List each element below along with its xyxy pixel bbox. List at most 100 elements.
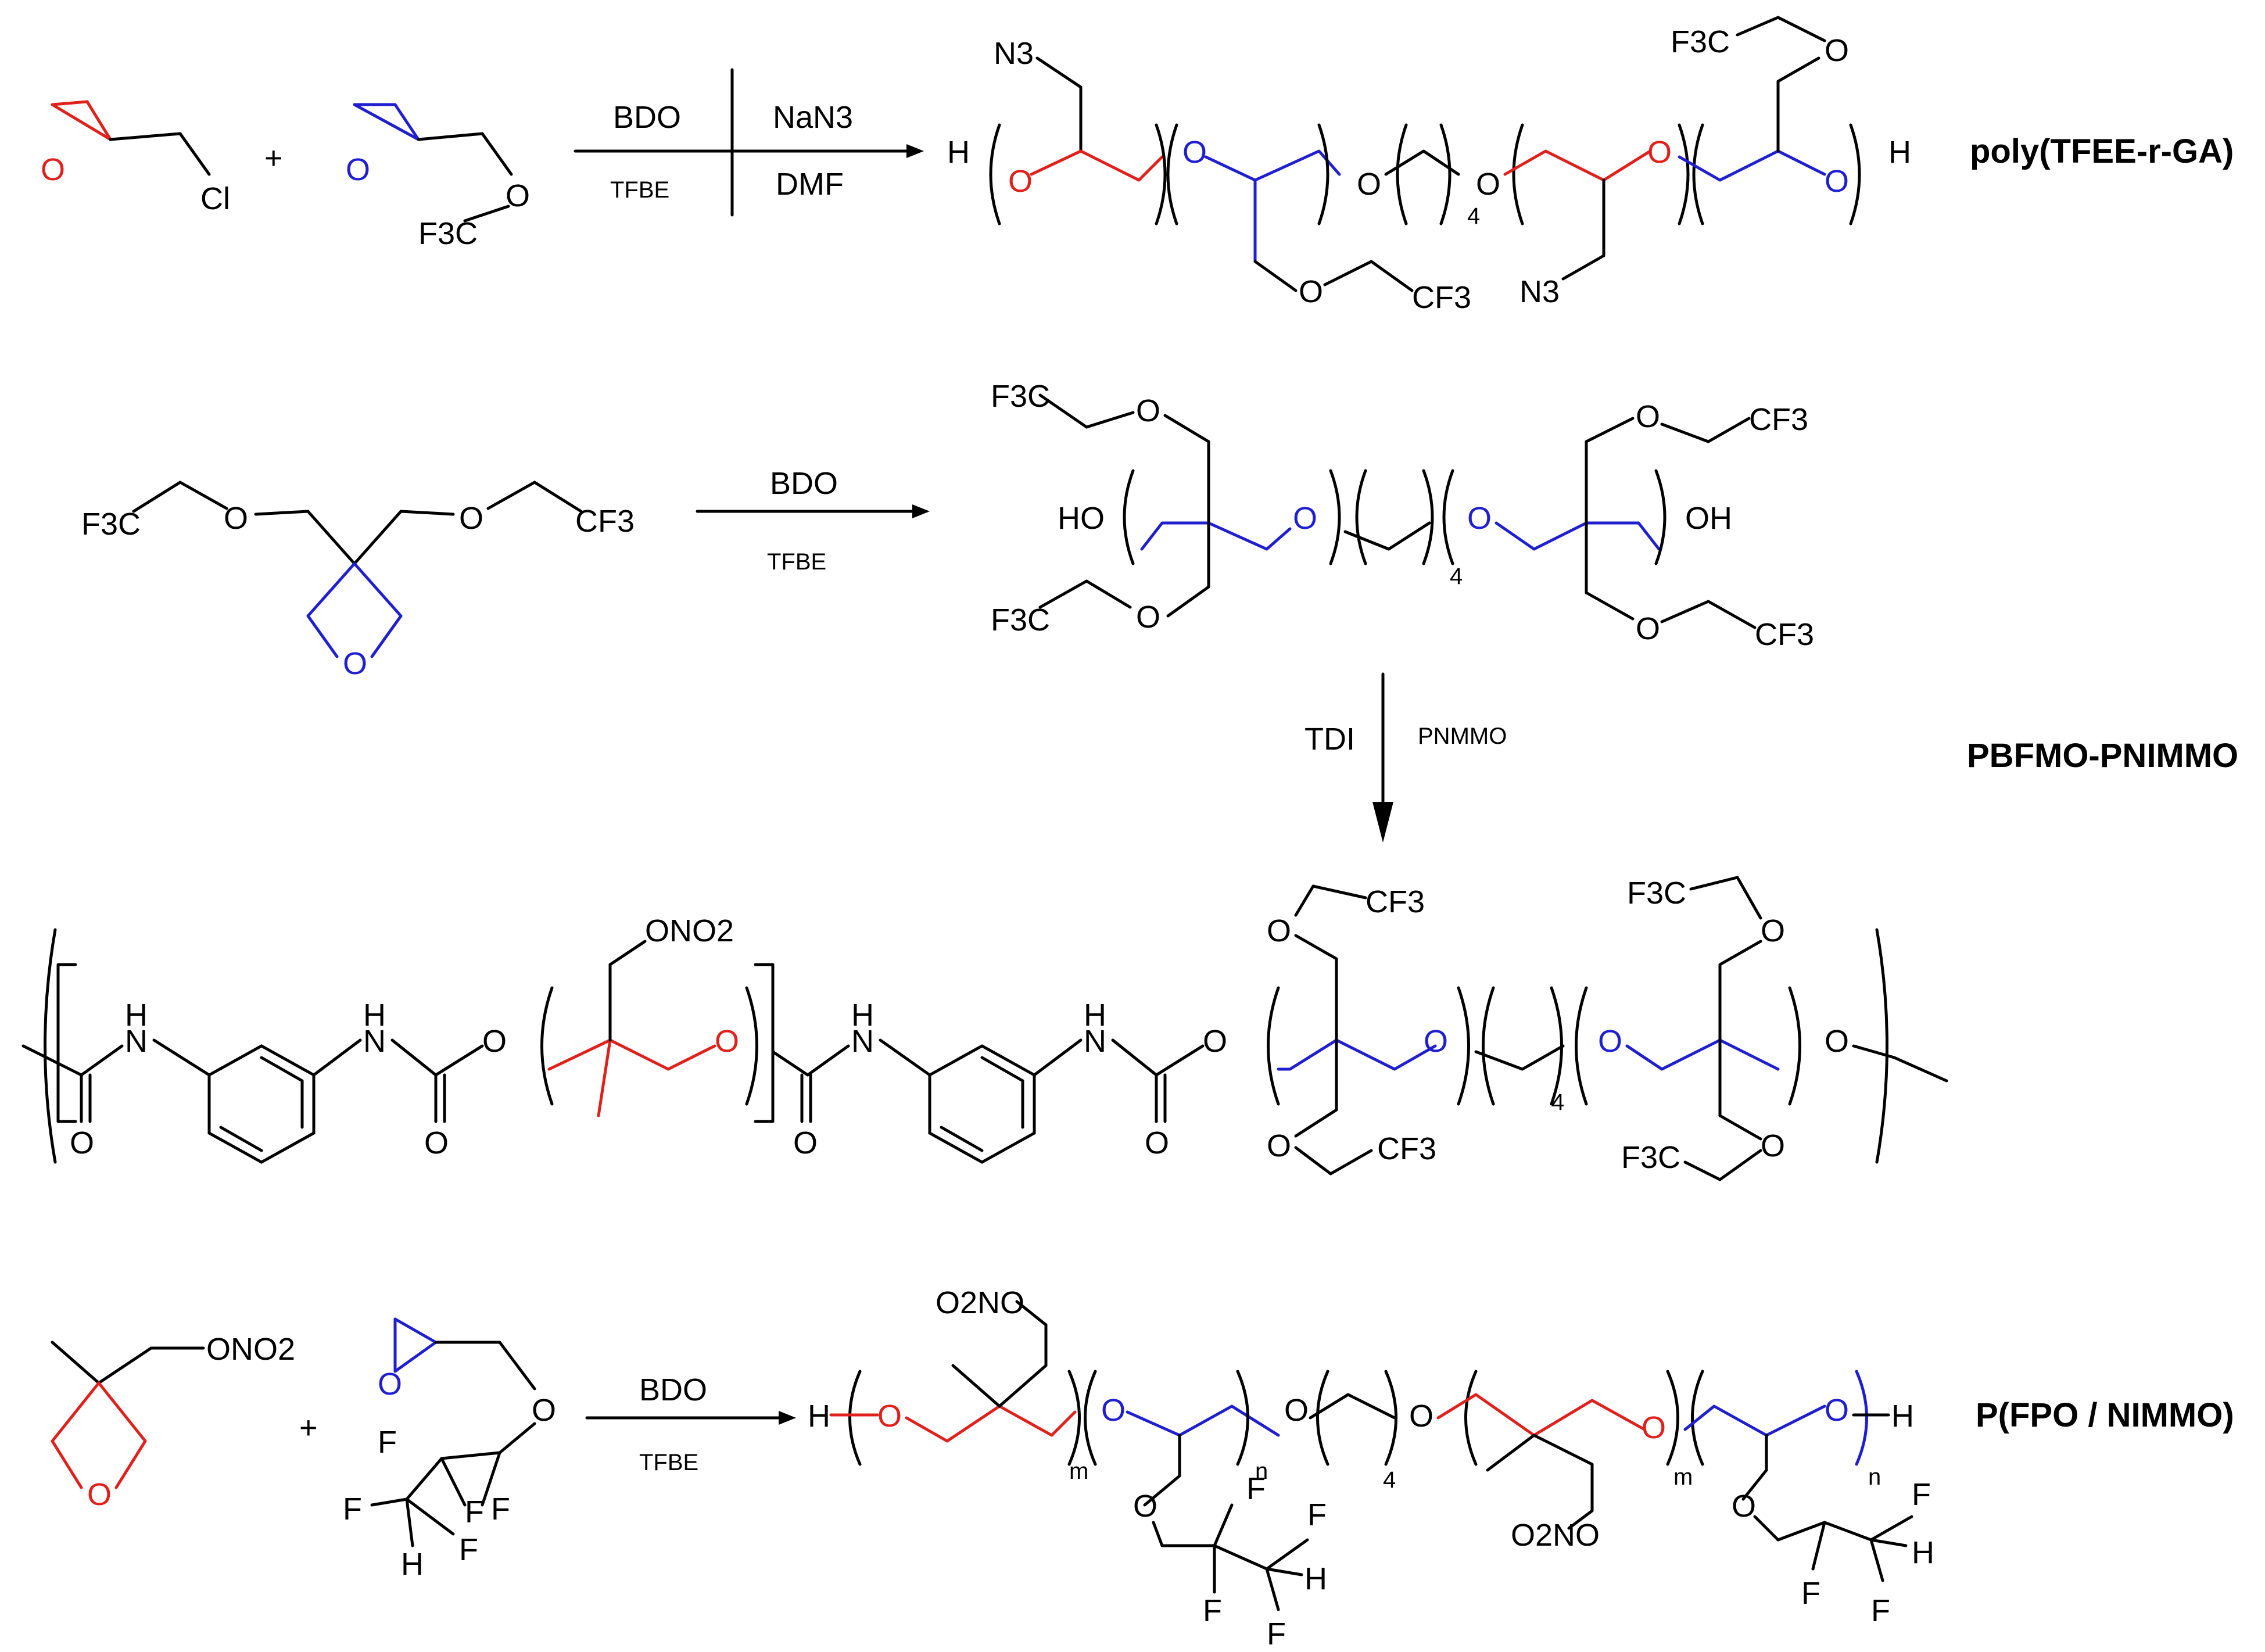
nh-label: H — [1084, 998, 1106, 1033]
arrow1-top-right: NaN3 — [773, 100, 853, 135]
bfmo-monomer: F3C O O CF3 O — [81, 481, 635, 681]
oxygen-label: O — [1598, 1024, 1622, 1059]
oxygen-label: O — [1293, 501, 1317, 536]
cf3-label: CF3 — [1412, 280, 1471, 315]
oxygen-label: O — [87, 1477, 112, 1512]
ono2-label: ONO2 — [645, 913, 734, 948]
oxygen-label: O — [506, 178, 530, 213]
arrowhead — [1372, 802, 1393, 843]
nimmo-monomer: ONO2 O — [51, 1332, 295, 1512]
f3c-label: F3C — [1627, 876, 1686, 911]
n-label: N — [851, 1024, 874, 1059]
oxygen-label: O — [346, 152, 370, 187]
oxygen-label: O — [343, 646, 367, 681]
arrow1-bottom-right: DMF — [776, 167, 844, 202]
fluorine-label: F — [343, 1492, 362, 1526]
oxygen-label: O — [715, 1024, 739, 1059]
f3c-label: F3C — [81, 507, 141, 542]
arrow1-top-left: BDO — [613, 100, 681, 135]
subscript-m: m — [1069, 1459, 1088, 1484]
oxygen-label: O — [1136, 393, 1160, 428]
ono2-label: ONO2 — [206, 1332, 295, 1367]
subscript-4: 4 — [1467, 203, 1480, 229]
hydrogen-label: H — [1304, 1561, 1327, 1596]
hydrogen-label: H — [1888, 135, 1911, 170]
subscript-n: n — [1868, 1464, 1881, 1490]
hydrogen-label: H — [808, 1399, 830, 1434]
product-poly-tfee-r-ga: N3 H O O O CF3 O 4 O N3 O O — [947, 16, 1911, 315]
subscript-4: 4 — [1450, 564, 1463, 589]
nh-label: H — [851, 998, 874, 1033]
oxygen-label: O — [1409, 1399, 1433, 1434]
nh-label: H — [125, 998, 148, 1033]
oxygen-label: O — [1636, 399, 1660, 434]
fluorine-label: F — [491, 1492, 510, 1526]
oxygen-label: O — [1642, 1410, 1666, 1445]
oxygen-label: O — [1267, 913, 1291, 948]
oxygen-label: O — [1267, 1128, 1291, 1163]
n-label: N — [1084, 1024, 1106, 1059]
oxygen-label: O — [1182, 135, 1207, 170]
fpo-monomer: O O F F F H F F — [343, 1317, 556, 1582]
o2no-label: O2NO — [1511, 1518, 1600, 1553]
arrow-down-left: TDI — [1304, 722, 1355, 757]
fluorine-label: F — [465, 1495, 484, 1529]
arrowhead — [906, 144, 924, 158]
label-poly-tfee-r-ga: poly(TFEE-r-GA) — [1970, 132, 2234, 170]
oxygen-label: O — [1299, 274, 1323, 309]
arrow3-bottom: TFBE — [639, 1450, 698, 1475]
carbonyl-oxygen: O — [70, 1126, 94, 1160]
oxygen-label: O — [1825, 1393, 1849, 1428]
n-label: N — [125, 1024, 148, 1059]
oxygen-label: O — [1357, 167, 1381, 202]
fluorine-label: F — [1871, 1593, 1890, 1628]
arrow2-top: BDO — [770, 466, 838, 501]
chlorine-label: Cl — [200, 181, 230, 216]
fluorine-label: F — [1203, 1593, 1222, 1628]
fluorine-label: F — [1307, 1497, 1327, 1532]
f3c-label: F3C — [991, 603, 1050, 637]
oxygen-label: O — [1825, 1024, 1849, 1059]
oxygen-label: O — [532, 1393, 556, 1428]
oxygen-label: O — [482, 1024, 507, 1059]
cf3-label: CF3 — [1377, 1131, 1436, 1166]
oxygen-label: O — [459, 501, 483, 536]
f3c-label: F3C — [418, 216, 478, 251]
carbonyl-oxygen: O — [424, 1126, 449, 1160]
o2no-label: O2NO — [936, 1285, 1024, 1320]
benzene-ring — [207, 1044, 316, 1164]
oxygen-label: O — [1476, 167, 1500, 202]
plus-sign-2: + — [299, 1410, 318, 1445]
arrowhead — [779, 1411, 796, 1425]
oxygen-label: O — [1008, 164, 1033, 199]
oxygen-label: O — [1203, 1024, 1227, 1059]
label-pbfmo-pnimmo: PBFMO-PNIMMO — [1967, 737, 2238, 775]
pbfmo-pnimmo-polymer: O H N H N O O ONO2 O O H N — [21, 876, 1948, 1181]
azide-label: N3 — [994, 36, 1034, 71]
carbonyl-oxygen: O — [793, 1126, 818, 1160]
fluorine-label: F — [459, 1532, 478, 1567]
cf3-label: CF3 — [1749, 402, 1808, 437]
arrow2-bottom: TFBE — [767, 549, 826, 575]
oxygen-label: O — [1825, 164, 1849, 199]
subscript-n: n — [1255, 1459, 1268, 1484]
f3c-label: F3C — [1671, 24, 1730, 59]
paren — [989, 123, 1001, 225]
hydrogen-label: H — [1891, 1399, 1914, 1434]
glycidyl-ether-blue: O O F3C — [346, 103, 530, 251]
oxygen-label: O — [378, 1367, 402, 1402]
oxygen-label: O — [1133, 1489, 1157, 1524]
arrow1-bottom-left: TFBE — [610, 177, 669, 203]
epichlorohydrin: O Cl — [41, 100, 230, 216]
oxygen-label: O — [1101, 1393, 1126, 1428]
oxygen-label: O — [224, 501, 248, 536]
cf3-label: CF3 — [1755, 617, 1814, 652]
nh-label: H — [363, 998, 386, 1033]
fluorine-label: F — [1267, 1617, 1286, 1651]
oxygen-label: O — [1284, 1393, 1309, 1428]
azide-label: N3 — [1519, 274, 1560, 309]
fluorine-label: F — [1801, 1576, 1820, 1611]
f3c-label: F3C — [1621, 1140, 1680, 1175]
oxygen-label: O — [1761, 913, 1785, 948]
oxygen-label: O — [1467, 501, 1492, 536]
